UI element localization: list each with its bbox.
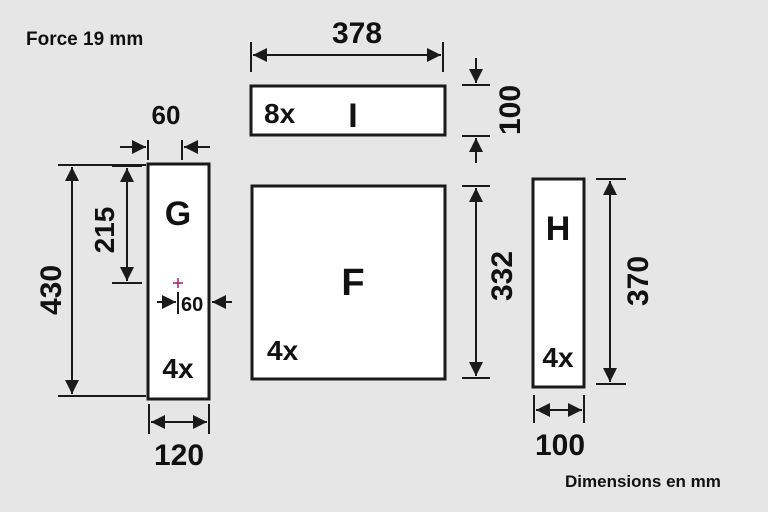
panel-f-height-label: 332 bbox=[486, 251, 519, 301]
panel-h-letter: H bbox=[546, 210, 571, 248]
panel-g-hole-side-label: 60 bbox=[181, 294, 203, 316]
panel-i-height-label: 100 bbox=[494, 85, 527, 135]
panel-i-width-label: 378 bbox=[332, 17, 382, 50]
panel-g-hole-side-dimension: 60 bbox=[157, 292, 232, 316]
panel-i: 8x I bbox=[249, 84, 447, 137]
panel-g-width-label: 120 bbox=[154, 439, 204, 472]
panel-i-letter: I bbox=[348, 97, 357, 135]
panel-h-width-dimension: 100 bbox=[533, 395, 585, 462]
panel-g-qty: 4x bbox=[162, 353, 194, 384]
panel-g-hole-offset-label: 215 bbox=[89, 207, 120, 254]
panel-g: G 4x bbox=[146, 162, 211, 401]
panel-f: F 4x bbox=[250, 184, 447, 381]
panel-g-top-notch-dimension: 60 bbox=[120, 100, 210, 160]
panel-h-width-label: 100 bbox=[535, 429, 585, 462]
panel-i-width-dimension: 378 bbox=[250, 17, 444, 72]
panel-h-qty: 4x bbox=[542, 342, 574, 373]
panel-i-shape bbox=[249, 84, 447, 137]
panel-h-height-label: 370 bbox=[622, 256, 655, 306]
panel-i-height-dimension: 100 bbox=[462, 58, 527, 163]
material-label: Force 19 mm bbox=[26, 29, 143, 50]
panel-g-hole-offset-dimension: 215 bbox=[89, 165, 142, 284]
panel-h-height-dimension: 370 bbox=[596, 178, 655, 385]
panel-i-qty: 8x bbox=[264, 98, 296, 129]
panel-g-top-notch-label: 60 bbox=[152, 100, 181, 130]
panel-g-letter: G bbox=[165, 195, 191, 233]
panel-f-letter: F bbox=[341, 262, 364, 304]
panel-h: H 4x bbox=[531, 177, 586, 389]
panel-f-height-dimension: 332 bbox=[462, 185, 519, 379]
panel-f-shape bbox=[250, 184, 447, 381]
panel-g-overall-height-dimension: 430 bbox=[35, 164, 146, 397]
panel-h-shape bbox=[531, 177, 586, 389]
panel-g-width-dimension: 120 bbox=[148, 404, 210, 472]
panel-f-qty: 4x bbox=[267, 335, 299, 366]
panel-g-overall-height-label: 430 bbox=[35, 265, 68, 315]
hole-marker bbox=[173, 278, 183, 288]
units-note: Dimensions en mm bbox=[565, 472, 721, 491]
